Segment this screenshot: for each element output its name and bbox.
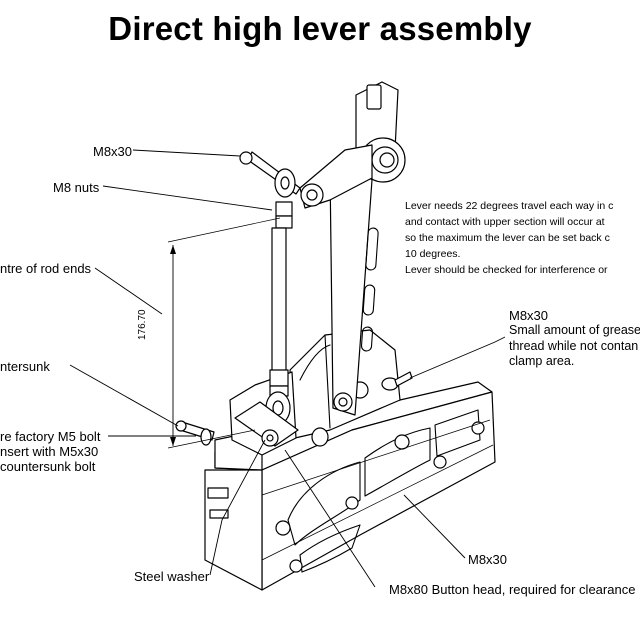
vertical-rod [269, 227, 289, 397]
note-line: so the maximum the lever can be set back… [405, 232, 610, 244]
note-line: and contact with upper section will occu… [405, 216, 605, 228]
note-line: 10 degrees. [405, 248, 461, 260]
callout-m8x30-bottom: M8x30 [468, 552, 508, 567]
lever-note: Lever needs 22 degrees travel each way i… [405, 198, 640, 278]
callout-centre-rod-ends: ntre of rod ends [0, 261, 92, 276]
base-block [204, 381, 496, 591]
callout-factory-bolt-3: countersunk bolt [0, 459, 96, 474]
callout-m8x80: M8x80 Button head, required for clearanc… [389, 582, 636, 597]
note-line: Lever needs 22 degrees travel each way i… [405, 200, 614, 212]
callout-steel-washer: Steel washer [134, 569, 210, 584]
grease-note: Small amount of grease thread while not … [509, 323, 640, 370]
top-rod-end [239, 151, 301, 229]
dimension-line [167, 217, 281, 449]
note-line: Lever should be checked for interference… [405, 264, 608, 276]
callout-m8x30-right: M8x30 [509, 308, 549, 323]
leader-lines [69, 149, 506, 588]
upper-link-arm [299, 144, 373, 209]
callout-factory-bolt-1: re factory M5 bolt [0, 429, 101, 444]
grease-bolt [381, 371, 413, 391]
dimension-value: 176.70 [137, 309, 148, 340]
callout-m8x30-top: M8x30 [93, 144, 133, 159]
callout-countersunk: ntersunk [0, 359, 50, 374]
callout-m8-nuts: M8 nuts [53, 180, 100, 195]
grease-line: clamp area. [509, 354, 575, 368]
lower-rod-end [175, 391, 329, 447]
callout-factory-bolt-2: nsert with M5x30 [0, 444, 99, 459]
page-title: Direct high lever assembly [108, 10, 532, 47]
grease-line: Small amount of grease [509, 323, 640, 337]
grease-line: thread while not contan [509, 338, 639, 353]
